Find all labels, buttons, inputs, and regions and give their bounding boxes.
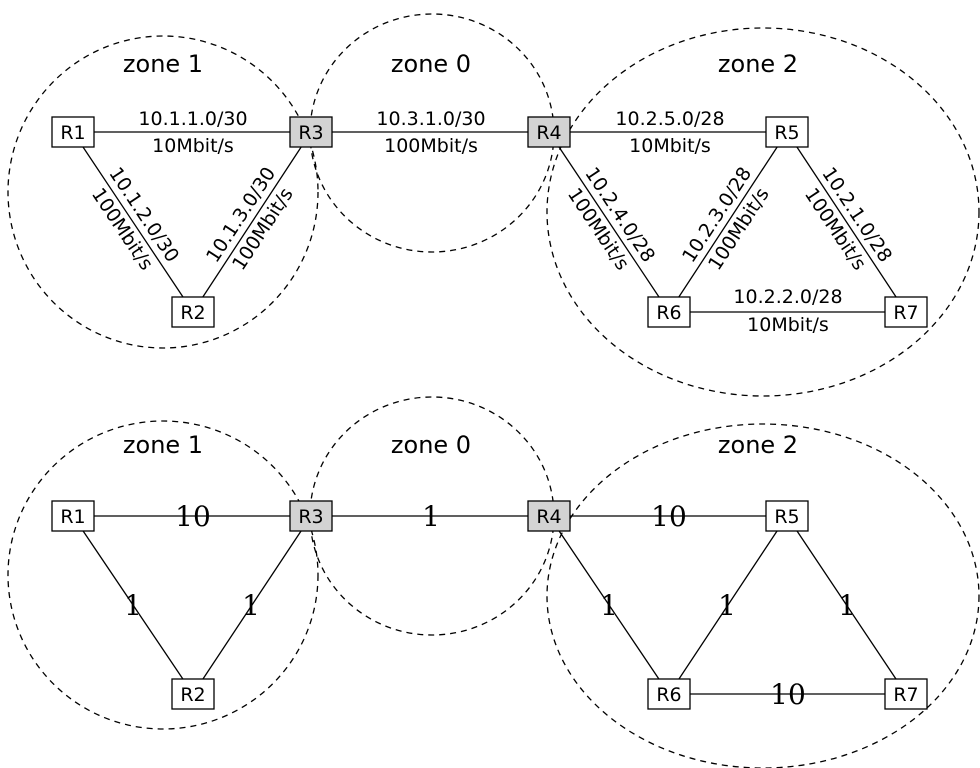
router-r7[interactable]: R7 [884,296,928,328]
link-r4-r5-speed: 10Mbit/s [629,135,711,157]
router-r2[interactable]: R2 [171,296,215,328]
cost-r5-r6: 1 [718,589,736,622]
router-r1-label: R1 [60,122,85,144]
link-r6-r7-speed: 10Mbit/s [747,314,829,336]
cost-r4-r5: 10 [651,500,687,533]
link-r5-r6 [668,131,788,313]
zone-0-label: zone 0 [391,431,471,459]
zone-2-boundary [546,27,980,397]
zone-1-label: zone 1 [123,50,203,78]
link-r6-r7-subnet: 10.2.2.0/28 [733,286,842,308]
router-r4[interactable]: R4 [527,116,571,148]
cost-r5-r7: 1 [838,589,856,622]
router-r3-label: R3 [298,122,323,144]
zone-1-boundary [7,420,319,730]
link-r4-r5-subnet: 10.2.5.0/28 [615,108,724,130]
cost-r4-r6: 1 [600,589,618,622]
link-r5-r6 [668,515,788,695]
link-r1-r3-speed: 10Mbit/s [152,135,234,157]
router-r1[interactable]: R1 [51,116,95,148]
cost-r6-r7: 10 [770,678,806,711]
link-r3-r4-speed: 100Mbit/s [384,135,478,157]
router-r5-label: R5 [774,506,799,528]
link-r5-r7 [786,131,907,313]
zone-1-boundary [7,35,319,349]
zone-2-boundary [546,423,980,768]
router-r4[interactable]: R4 [527,500,571,532]
top-diagram: zone 1 zone 0 zone 2 10.1.1.0/30 10Mbit/… [7,13,980,397]
link-r4-r6 [548,515,670,695]
router-r2-label: R2 [180,302,205,324]
zone-2-label: zone 2 [718,431,798,459]
router-r5-label: R5 [774,122,799,144]
link-r1-r3-subnet: 10.1.1.0/30 [138,108,247,130]
link-r4-r6 [548,131,670,313]
router-r2-label: R2 [180,684,205,706]
router-r5[interactable]: R5 [765,500,809,532]
router-r6-label: R6 [656,684,681,706]
router-r7-label: R7 [893,302,918,324]
link-r1-r2 [72,515,194,695]
router-r6[interactable]: R6 [647,296,691,328]
router-r3[interactable]: R3 [289,500,333,532]
link-r5-r7 [786,515,907,695]
router-r3-label: R3 [298,506,323,528]
router-r4-label: R4 [536,506,561,528]
router-r7-label: R7 [893,684,918,706]
cost-r2-r3: 1 [242,589,260,622]
link-r2-r3 [192,131,312,313]
router-r2[interactable]: R2 [171,678,215,710]
router-r5[interactable]: R5 [765,116,809,148]
cost-r3-r4: 1 [422,500,440,533]
zone-2-label: zone 2 [718,50,798,78]
router-r7[interactable]: R7 [884,678,928,710]
cost-r1-r3: 10 [175,500,211,533]
link-r2-r3 [192,515,312,695]
router-r1[interactable]: R1 [51,500,95,532]
link-r3-r4-subnet: 10.3.1.0/30 [376,108,485,130]
router-r4-label: R4 [536,122,561,144]
cost-r1-r2: 1 [124,589,142,622]
router-r6-label: R6 [656,302,681,324]
zone-0-label: zone 0 [391,50,471,78]
bottom-diagram: zone 1 zone 0 zone 2 10 1 10 1 1 1 1 1 1… [7,396,980,768]
router-r6[interactable]: R6 [647,678,691,710]
zone-1-label: zone 1 [123,431,203,459]
link-r1-r2 [72,131,194,313]
router-r1-label: R1 [60,506,85,528]
router-r3[interactable]: R3 [289,116,333,148]
